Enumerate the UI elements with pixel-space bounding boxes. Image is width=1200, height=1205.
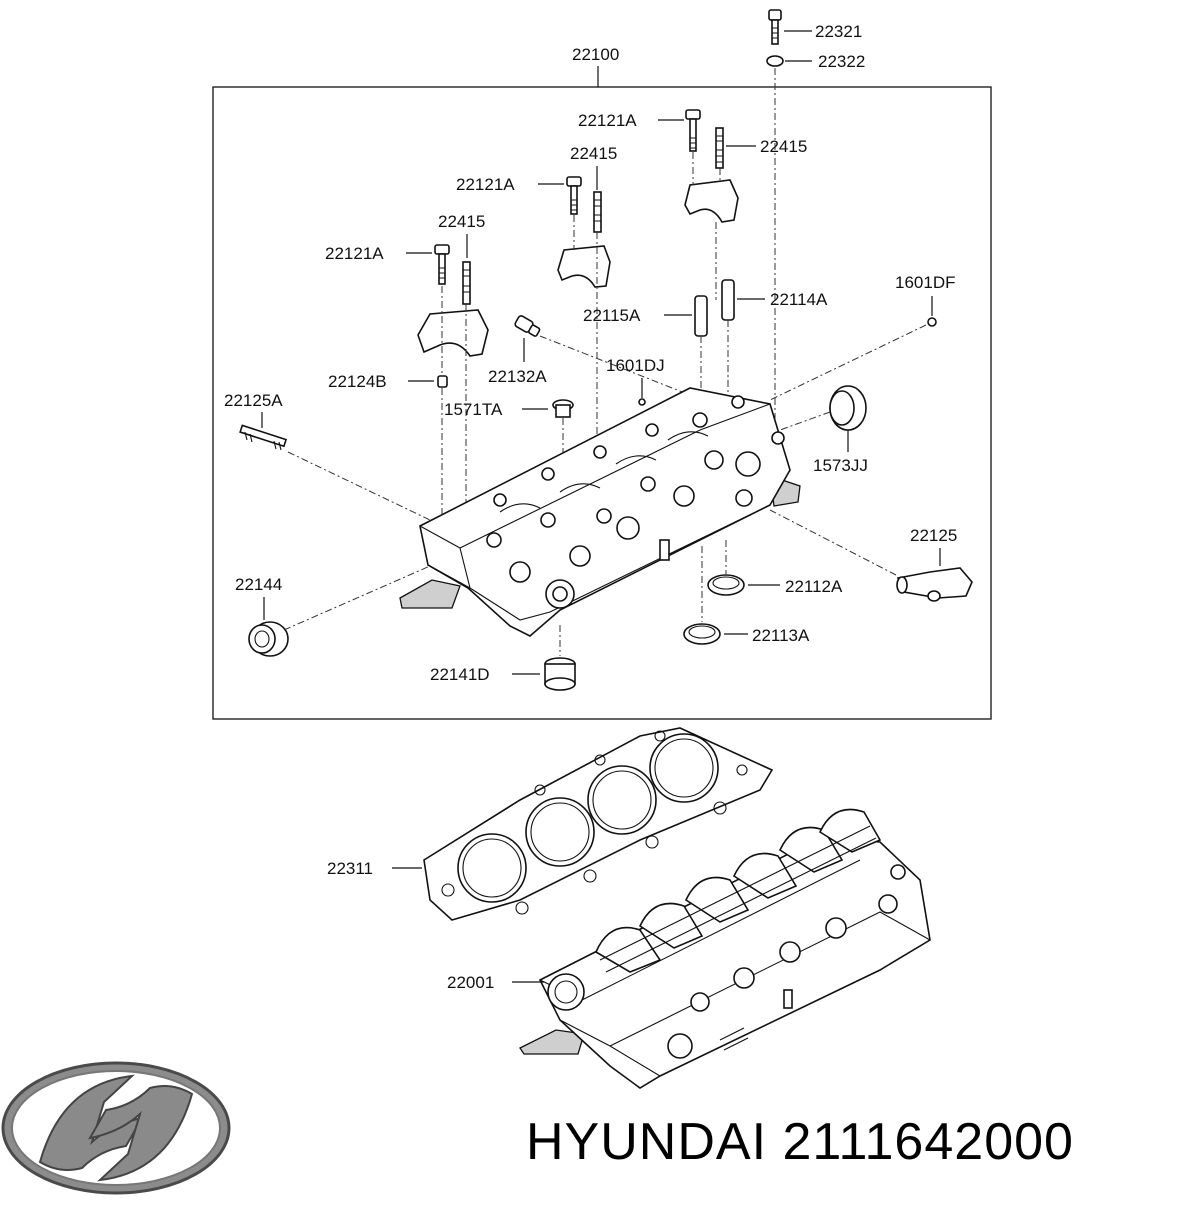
label-22121a-3: 22121A [578, 111, 637, 130]
label-22124b: 22124B [328, 372, 387, 391]
label-22114a: 22114A [770, 290, 828, 309]
bolt-22121a-1 [434, 244, 450, 285]
assembly-frame [212, 86, 992, 720]
label-22115a: 22115A [583, 306, 641, 325]
label-22125: 22125 [910, 526, 957, 545]
label-22132a: 22132A [488, 367, 547, 386]
bearing-cap-3 [684, 179, 739, 223]
sensor-22132a [514, 315, 541, 337]
bearing-cap-1 [417, 309, 489, 357]
label-22311: 22311 [327, 859, 373, 878]
bearing-cap-2 [557, 245, 611, 288]
label-22121a-1: 22121A [325, 244, 384, 263]
label-1571ta: 1571TA [444, 400, 503, 419]
bolt-22121a-3 [685, 109, 701, 152]
stud-22415-1 [462, 261, 471, 305]
oil-seal-22144 [248, 621, 289, 657]
valve-guide-22115a [694, 279, 735, 337]
label-22415-3: 22415 [760, 137, 807, 156]
label-22322: 22322 [818, 52, 865, 71]
assembly-label: 22100 [572, 45, 619, 64]
washer-22322 [766, 55, 784, 67]
label-22141d: 22141D [430, 665, 490, 684]
label-22415-1: 22415 [438, 212, 485, 231]
cap-1573jj [829, 385, 867, 431]
bolt-22321 [768, 9, 782, 45]
bolt-22121a-2 [566, 176, 582, 215]
label-22121a-2: 22121A [456, 175, 515, 194]
label-22144: 22144 [235, 575, 282, 594]
plug-1601df [927, 317, 937, 327]
brand-part-number: HYUNDAI 2111642000 [526, 1113, 1074, 1171]
label-1573jj: 1573JJ [813, 456, 868, 475]
seal-22113a [683, 623, 721, 645]
stud-22125a [239, 424, 288, 451]
dowel-22124b [437, 375, 448, 388]
rocker-arms [594, 808, 882, 973]
stud-22415-2 [593, 191, 602, 233]
plug-22141d [544, 657, 576, 691]
stud-22415-3 [715, 127, 724, 169]
label-22112a: 22112A [785, 577, 843, 596]
cylinder-head-assembly-view [399, 387, 801, 637]
cylinder-head-complete-22001 [519, 808, 931, 1089]
label-22113a: 22113A [752, 626, 810, 645]
plug-1571ta [552, 399, 574, 418]
seal-22112a [707, 574, 745, 596]
label-22001: 22001 [447, 973, 494, 992]
label-22321: 22321 [815, 22, 862, 41]
hyundai-logo [1, 1061, 231, 1195]
port-holes [486, 395, 785, 609]
label-1601dj: 1601DJ [606, 356, 665, 375]
plug-1601dj [638, 398, 646, 406]
head-gasket-22311 [423, 727, 774, 921]
label-22125a: 22125A [224, 391, 283, 410]
label-22415-2: 22415 [570, 144, 617, 163]
label-1601df: 1601DF [895, 273, 955, 292]
elbow-22125 [896, 567, 973, 602]
